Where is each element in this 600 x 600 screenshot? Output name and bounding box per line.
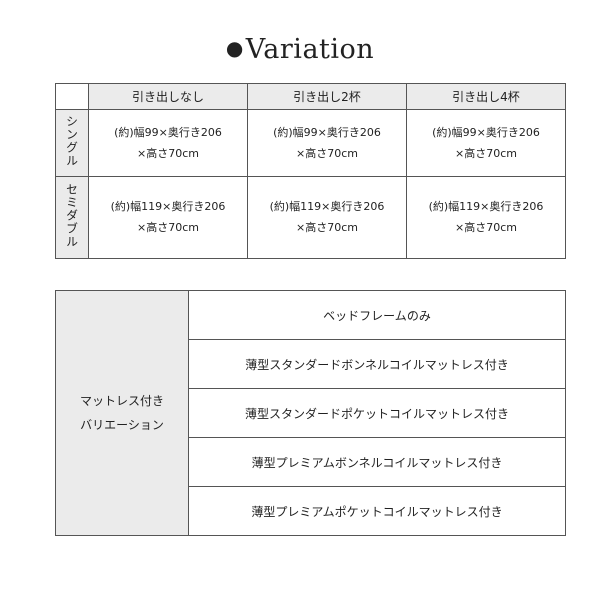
mattress-option-premium-pocket: 薄型プレミアムポケットコイルマットレス付き: [188, 486, 566, 536]
column-header-no-drawer: 引き出しなし: [88, 83, 248, 110]
column-header-4-drawers: 引き出し4杯: [406, 83, 566, 110]
mattress-row: マットレス付き バリエーション ベッドフレームのみ: [55, 290, 566, 536]
mattress-option-frame-only: ベッドフレームのみ: [188, 290, 566, 340]
row-label-semi-double: セミダブル: [64, 182, 79, 248]
row-header-single: シングル: [55, 109, 89, 177]
size-table-corner: [55, 83, 89, 110]
size-dimensions: (約)幅99×奥行き206: [432, 125, 540, 139]
column-header-2-drawers: 引き出し2杯: [247, 83, 407, 110]
mattress-option-standard-pocket: 薄型スタンダードポケットコイルマットレス付き: [188, 388, 566, 438]
page-title: ●Variation: [0, 34, 600, 65]
mattress-variation-table: マットレス付き バリエーション ベッドフレームのみ 薄型スタンダードボンネルコイ…: [55, 290, 566, 536]
mattress-row: 薄型スタンダードポケットコイルマットレス付き: [56, 388, 566, 438]
mattress-option-standard-bonnell: 薄型スタンダードボンネルコイルマットレス付き: [188, 339, 566, 389]
row-header-semi-double: セミダブル: [55, 175, 89, 260]
size-cell: (約)幅119×奥行き206 ×高さ70cm: [88, 175, 248, 260]
size-height: ×高さ70cm: [137, 221, 199, 235]
mattress-variation-label: マットレス付き バリエーション: [55, 290, 189, 536]
size-height: ×高さ70cm: [137, 146, 199, 160]
title-text: Variation: [245, 34, 375, 65]
size-table-header-row: 引き出しなし 引き出し2杯 引き出し4杯: [55, 83, 566, 110]
size-height: ×高さ70cm: [296, 146, 358, 160]
size-row-semi-double: セミダブル (約)幅119×奥行き206 ×高さ70cm (約)幅119×奥行き2…: [55, 175, 566, 260]
size-variation-table: 引き出しなし 引き出し2杯 引き出し4杯 シングル (約)幅99×奥行き206 ×…: [55, 83, 566, 260]
size-dimensions: (約)幅119×奥行き206: [428, 200, 544, 214]
title-bullet: ●: [225, 36, 244, 60]
size-height: ×高さ70cm: [455, 221, 517, 235]
size-dimensions: (約)幅119×奥行き206: [269, 200, 385, 214]
size-height: ×高さ70cm: [455, 146, 517, 160]
size-cell: (約)幅99×奥行き206 ×高さ70cm: [88, 109, 248, 177]
size-dimensions: (約)幅119×奥行き206: [110, 200, 226, 214]
mattress-option-premium-bonnell: 薄型プレミアムボンネルコイルマットレス付き: [188, 437, 566, 487]
mattress-label-line2: バリエーション: [80, 418, 164, 432]
size-row-single: シングル (約)幅99×奥行き206 ×高さ70cm (約)幅99×奥行き206 ×…: [55, 109, 566, 177]
size-cell: (約)幅119×奥行き206 ×高さ70cm: [247, 175, 407, 260]
size-cell: (約)幅119×奥行き206 ×高さ70cm: [406, 175, 566, 260]
row-label-single: シングル: [64, 114, 79, 167]
mattress-row: 薄型スタンダードボンネルコイルマットレス付き: [56, 339, 566, 389]
size-cell: (約)幅99×奥行き206 ×高さ70cm: [406, 109, 566, 177]
size-cell: (約)幅99×奥行き206 ×高さ70cm: [247, 109, 407, 177]
mattress-row: 薄型プレミアムポケットコイルマットレス付き: [56, 486, 566, 536]
size-dimensions: (約)幅99×奥行き206: [273, 125, 381, 139]
mattress-label-line1: マットレス付き: [79, 394, 164, 408]
size-dimensions: (約)幅99×奥行き206: [114, 125, 222, 139]
size-height: ×高さ70cm: [296, 221, 358, 235]
